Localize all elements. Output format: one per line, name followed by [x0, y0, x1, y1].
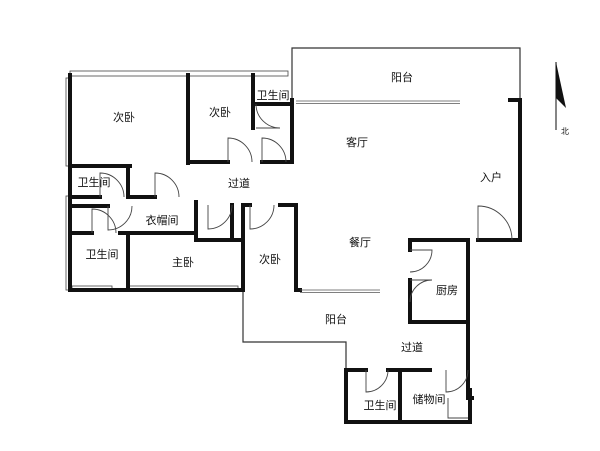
walls [68, 73, 522, 424]
room-label-bedroom-left: 次卧 [113, 111, 135, 124]
room-label-bath-master: 卫生间 [85, 248, 119, 261]
room-label-bath-top: 卫生间 [256, 89, 290, 102]
compass-north-label: 北 [561, 127, 569, 136]
room-label-storage: 储物间 [412, 393, 446, 406]
room-label-closet: 衣帽间 [145, 214, 179, 227]
room-label-bath-left: 卫生间 [77, 176, 111, 189]
balcony-rails [296, 100, 460, 293]
room-label-living: 客厅 [346, 136, 368, 149]
doors [91, 103, 513, 419]
room-label-master: 主卧 [172, 256, 194, 269]
room-label-corridor-bottom: 过道 [401, 341, 423, 354]
room-label-entrance: 入户 [480, 171, 502, 184]
room-label-bedroom-mid: 次卧 [209, 106, 231, 119]
north-arrow-icon [555, 62, 566, 130]
room-label-balcony-top: 阳台 [391, 71, 413, 84]
room-label-dining: 餐厅 [349, 236, 371, 249]
room-label-bath-bottom: 卫生间 [363, 399, 397, 412]
room-label-bedroom-small: 次卧 [259, 253, 281, 266]
room-label-balcony-bottom: 阳台 [325, 313, 347, 326]
room-label-corridor-top: 过道 [228, 177, 250, 190]
room-label-kitchen: 厨房 [436, 284, 458, 297]
outer-outline [242, 47, 521, 372]
